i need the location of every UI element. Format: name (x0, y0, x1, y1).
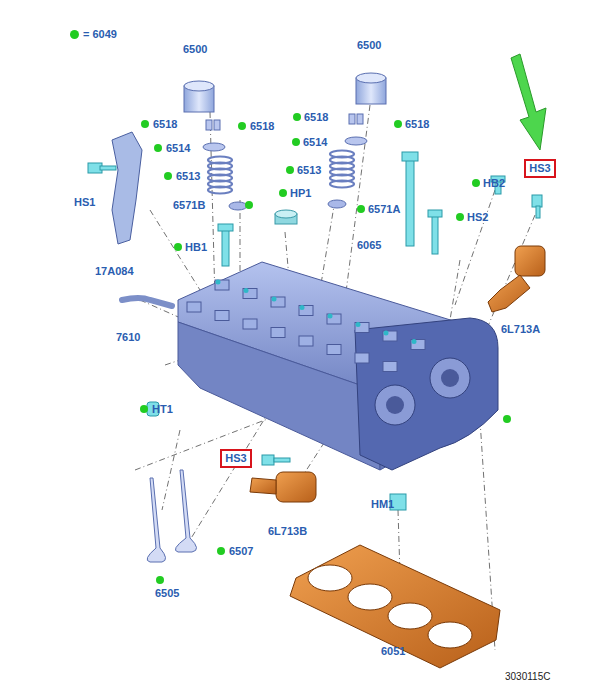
pointer-arrow (511, 54, 546, 150)
callout-number: 6L713B (268, 525, 307, 538)
legend-text: = 6049 (83, 28, 117, 40)
callout-number: HB2 (483, 177, 505, 190)
marker-dot (140, 113, 511, 584)
plug (275, 210, 297, 224)
cam-tower (215, 280, 229, 290)
callout-number: 6051 (381, 645, 405, 658)
callout-text: HS3 (225, 452, 246, 465)
cam-tower (271, 297, 285, 307)
callout-number: 6L713A (501, 323, 540, 336)
spring-seat (229, 200, 346, 210)
bracket (112, 132, 142, 244)
bolt-head (412, 339, 417, 344)
bolt-head (328, 314, 333, 319)
callout-number: HP1 (290, 187, 311, 200)
cam-tower (215, 311, 229, 321)
callout-number: 6513 (297, 164, 321, 177)
callout-number: HT1 (152, 403, 173, 416)
callout-number: 6505 (155, 587, 179, 600)
bolt-head (384, 331, 389, 336)
figure-number: 3030115C (505, 670, 550, 683)
cam-tower (355, 353, 369, 363)
cam-tower (355, 323, 369, 333)
cam-tower (271, 328, 285, 338)
callout-number: 6518 (153, 118, 177, 131)
callout-number: 6571A (368, 203, 400, 216)
tappet (184, 73, 386, 112)
valve-spring (208, 151, 354, 194)
tube (122, 298, 172, 306)
callout-number: HS2 (467, 211, 488, 224)
callout-number: 6571B (173, 199, 205, 212)
callout-text: HS3 (529, 162, 550, 175)
legend-swatch (70, 30, 79, 39)
legend-entry: = 6049 (70, 28, 117, 40)
cam-tower (187, 302, 201, 312)
callout-number: 6507 (229, 545, 253, 558)
cam-tower (299, 336, 313, 346)
cam-tower (383, 362, 397, 372)
cam-tower (243, 289, 257, 299)
callout-number: 17A084 (95, 265, 134, 278)
bolt-head (272, 297, 277, 302)
callout-number: HM1 (371, 498, 394, 511)
bolt-head (356, 322, 361, 327)
callout-number: 6518 (405, 118, 429, 131)
callout-number: 6514 (166, 142, 190, 155)
callout-box: HS3 (220, 449, 251, 468)
valve (147, 470, 196, 562)
callout-number: 6500 (357, 39, 381, 52)
callout-number: HS1 (74, 196, 95, 209)
callout-number: 6518 (304, 111, 328, 124)
valve-keeper (203, 114, 367, 151)
callout-number: 7610 (116, 331, 140, 344)
leader-lines (135, 105, 535, 650)
bolt-head (216, 280, 221, 285)
callout-number: HB1 (185, 241, 207, 254)
cam-tower (243, 319, 257, 329)
cam-tower (327, 314, 341, 324)
cam-tower (411, 340, 425, 350)
callout-number: 6518 (250, 120, 274, 133)
callout-number: 6500 (183, 43, 207, 56)
callout-number: 6065 (357, 239, 381, 252)
spring-coil (208, 187, 232, 194)
callout-number: 6514 (303, 136, 327, 149)
bolt-head (300, 305, 305, 310)
callout-box: HS3 (524, 159, 555, 178)
bolt-head (244, 288, 249, 293)
bolt (88, 152, 542, 510)
callout-number: 6513 (176, 170, 200, 183)
cylinder-head (178, 262, 498, 470)
oil-control-solenoid (250, 246, 545, 502)
cam-tower (327, 345, 341, 355)
spring-coil (330, 181, 354, 188)
cam-tower (383, 331, 397, 341)
cam-tower (299, 306, 313, 316)
head-gasket (290, 545, 500, 668)
